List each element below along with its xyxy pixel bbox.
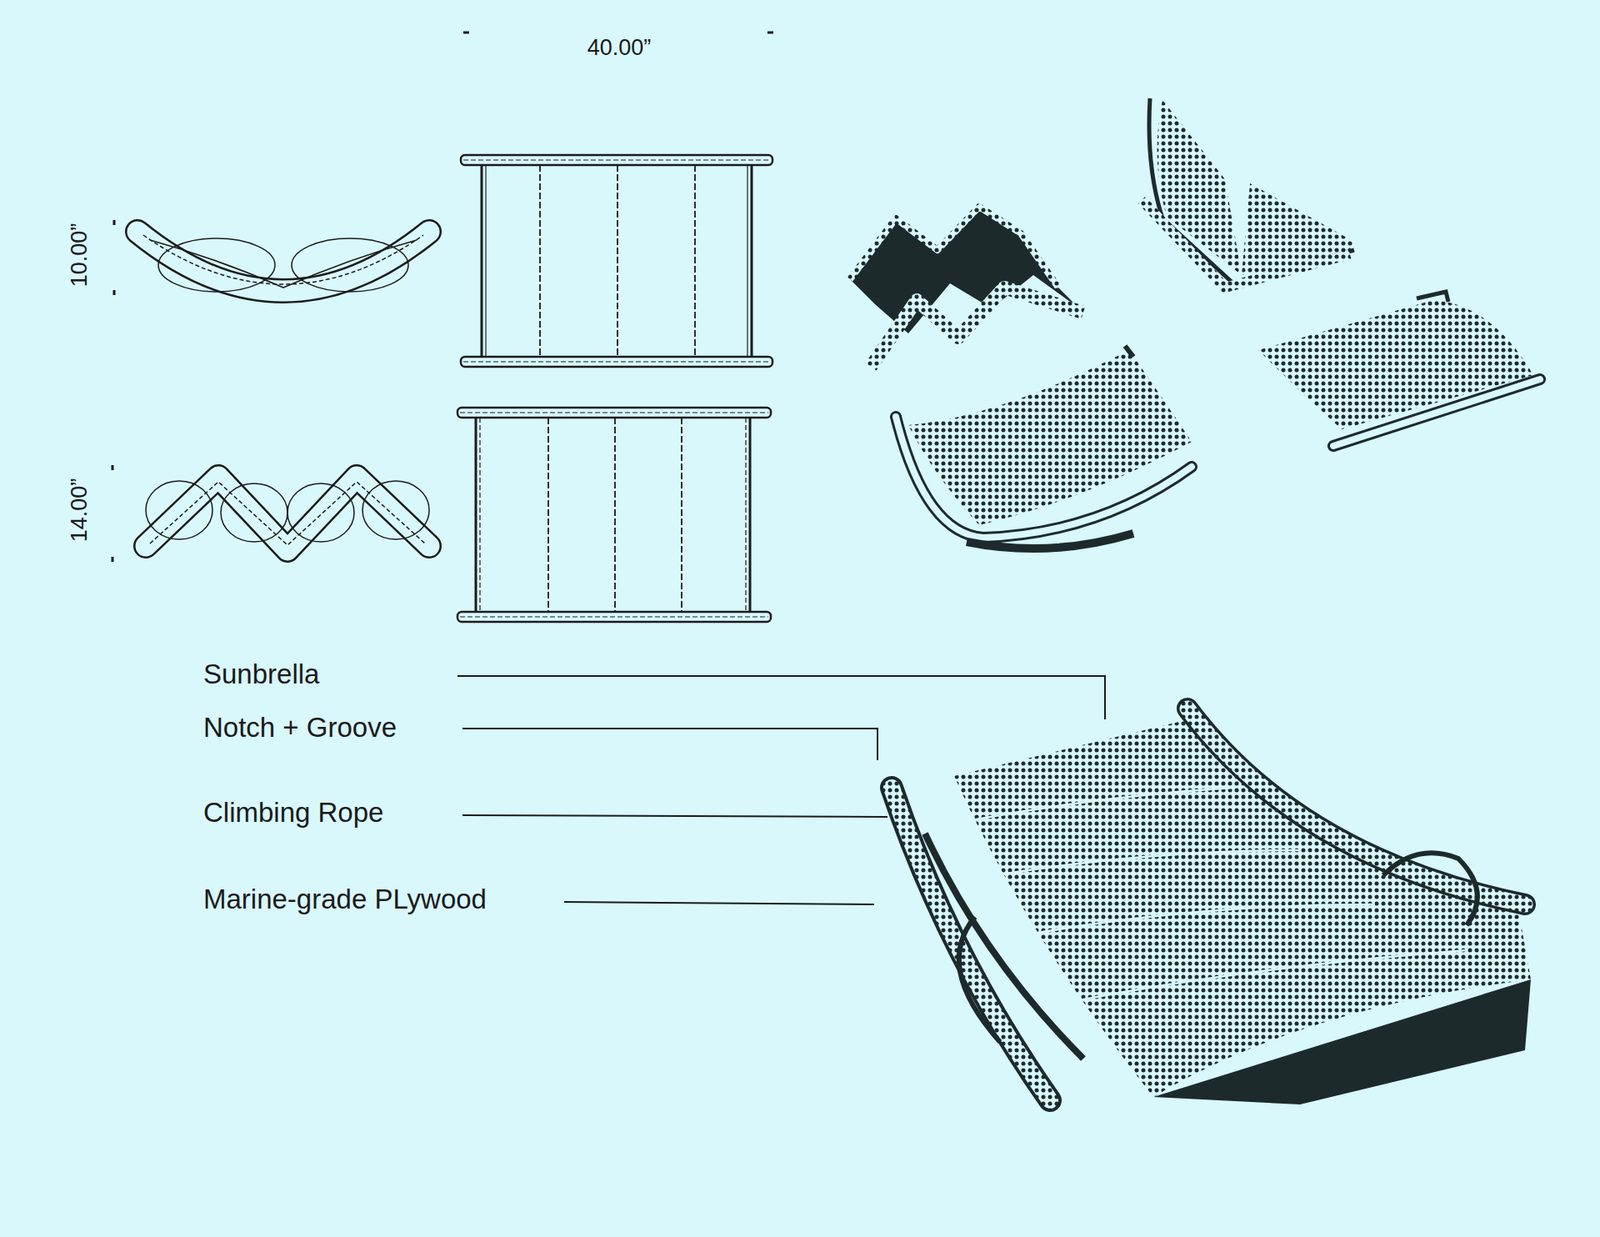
side-view-rocker [137,231,430,292]
render-large-chair-part [1079,950,1467,1000]
render-flat-chair-part [1416,291,1449,302]
dimension-ticks [112,32,774,562]
side-view-zigzag-part [145,476,430,550]
render-flat-chair [1258,291,1540,446]
top-view-frame-part [457,407,771,418]
top-view-frame-part [479,417,480,612]
top-view-frame-part [463,159,770,160]
dimension-ticks-part [111,465,115,470]
render-large-chair-part [1383,852,1478,925]
top-view-frame-part [457,611,771,622]
dimension-label: 10.00” [67,223,93,288]
render-zigzag-chair-part [870,287,1084,367]
top-view-frame-part [694,165,696,357]
side-view-zigzag-part [287,483,355,542]
side-view-rocker-part [137,231,430,291]
render-zigzag-chair [850,206,1084,367]
side-view-rocker-part [291,238,409,292]
side-view-zigzag-part [145,480,213,540]
render-zigzag-chair-part [850,206,1059,288]
dimension-ticks-part [113,220,116,225]
side-view-rocker-part [150,240,417,288]
side-view-zigzag-part [145,476,430,550]
side-view-zigzag-part [150,481,425,545]
dimension-ticks-part [767,31,774,35]
side-view-zigzag [145,476,430,550]
leader-lines-part [457,675,1105,720]
render-large-chair-part [891,787,1050,1100]
top-view-frame-part [475,417,478,612]
dimension-ticks-part [463,31,470,35]
render-large-chair-part [1033,904,1375,934]
render-large-chair-part [1187,708,1525,905]
dimension-label: 40.00” [587,35,652,61]
render-large-chair-part [966,787,1234,821]
material-label: Climbing Rope [203,797,384,828]
top-view-frame-part [539,165,541,357]
render-large-chair-part [891,787,1050,1100]
render-folded-chair-part [1141,200,1350,288]
render-flat-chair-part [1333,379,1540,446]
render-large-chair-part [1187,708,1525,905]
top-view-frame-part [460,615,769,617]
top-view-frame-part [463,360,770,362]
render-large-chair-part [925,833,1084,1059]
render-rocker-chair-part [895,416,1192,538]
render-rocker-chair-part [966,533,1134,549]
render-folded-chair [1141,98,1355,288]
top-view-frame-part [745,417,746,612]
top-view-frame-part [750,165,754,357]
render-large-chair-part [966,787,1467,1000]
side-view-rocker-part [158,238,275,292]
top-view-frame-part [460,356,773,367]
side-view-zigzag-part [362,480,430,540]
top-view-frame [457,407,771,622]
render-folded-chair-part [1157,100,1242,275]
material-label: Marine-grade PLywood [203,884,487,915]
render-folded-chair-part [1149,98,1355,284]
render-large-chair [891,708,1531,1105]
top-view-frame-part [480,165,484,357]
top-view-frame-part [547,417,550,612]
top-view-frame-part [616,165,619,357]
material-label: Notch + Groove [203,712,397,743]
side-view-zigzag-part [220,483,288,542]
render-large-chair-part [959,916,1000,1042]
render-large-chair-part [995,850,1300,875]
top-view-frame-part [460,411,769,413]
render-rocker-chair-part [1125,345,1134,357]
top-view-frame-part [680,417,683,612]
side-view-rocker-part [137,231,430,291]
dimension-label: 14.00” [67,478,93,543]
render-rocker-chair [895,345,1192,549]
leader-lines-part [462,815,888,817]
top-view-frame-part [749,417,752,612]
top-view-frame [460,155,773,367]
top-view-frame-part [746,165,748,357]
top-view-frame-part [460,155,773,165]
render-zigzag-chair-part [850,206,1080,334]
dimension-ticks-part [113,290,116,295]
render-flat-chair-part [1258,300,1534,430]
material-label: Sunbrella [203,659,320,690]
top-view-frame-part [485,165,486,357]
render-rocker-chair-part [895,416,1192,538]
top-view-frame-part [614,417,616,612]
render-flat-chair-part [1333,379,1540,446]
leader-lines-part [462,728,878,760]
dimension-ticks-part [111,556,115,562]
leader-lines-part [564,901,875,905]
